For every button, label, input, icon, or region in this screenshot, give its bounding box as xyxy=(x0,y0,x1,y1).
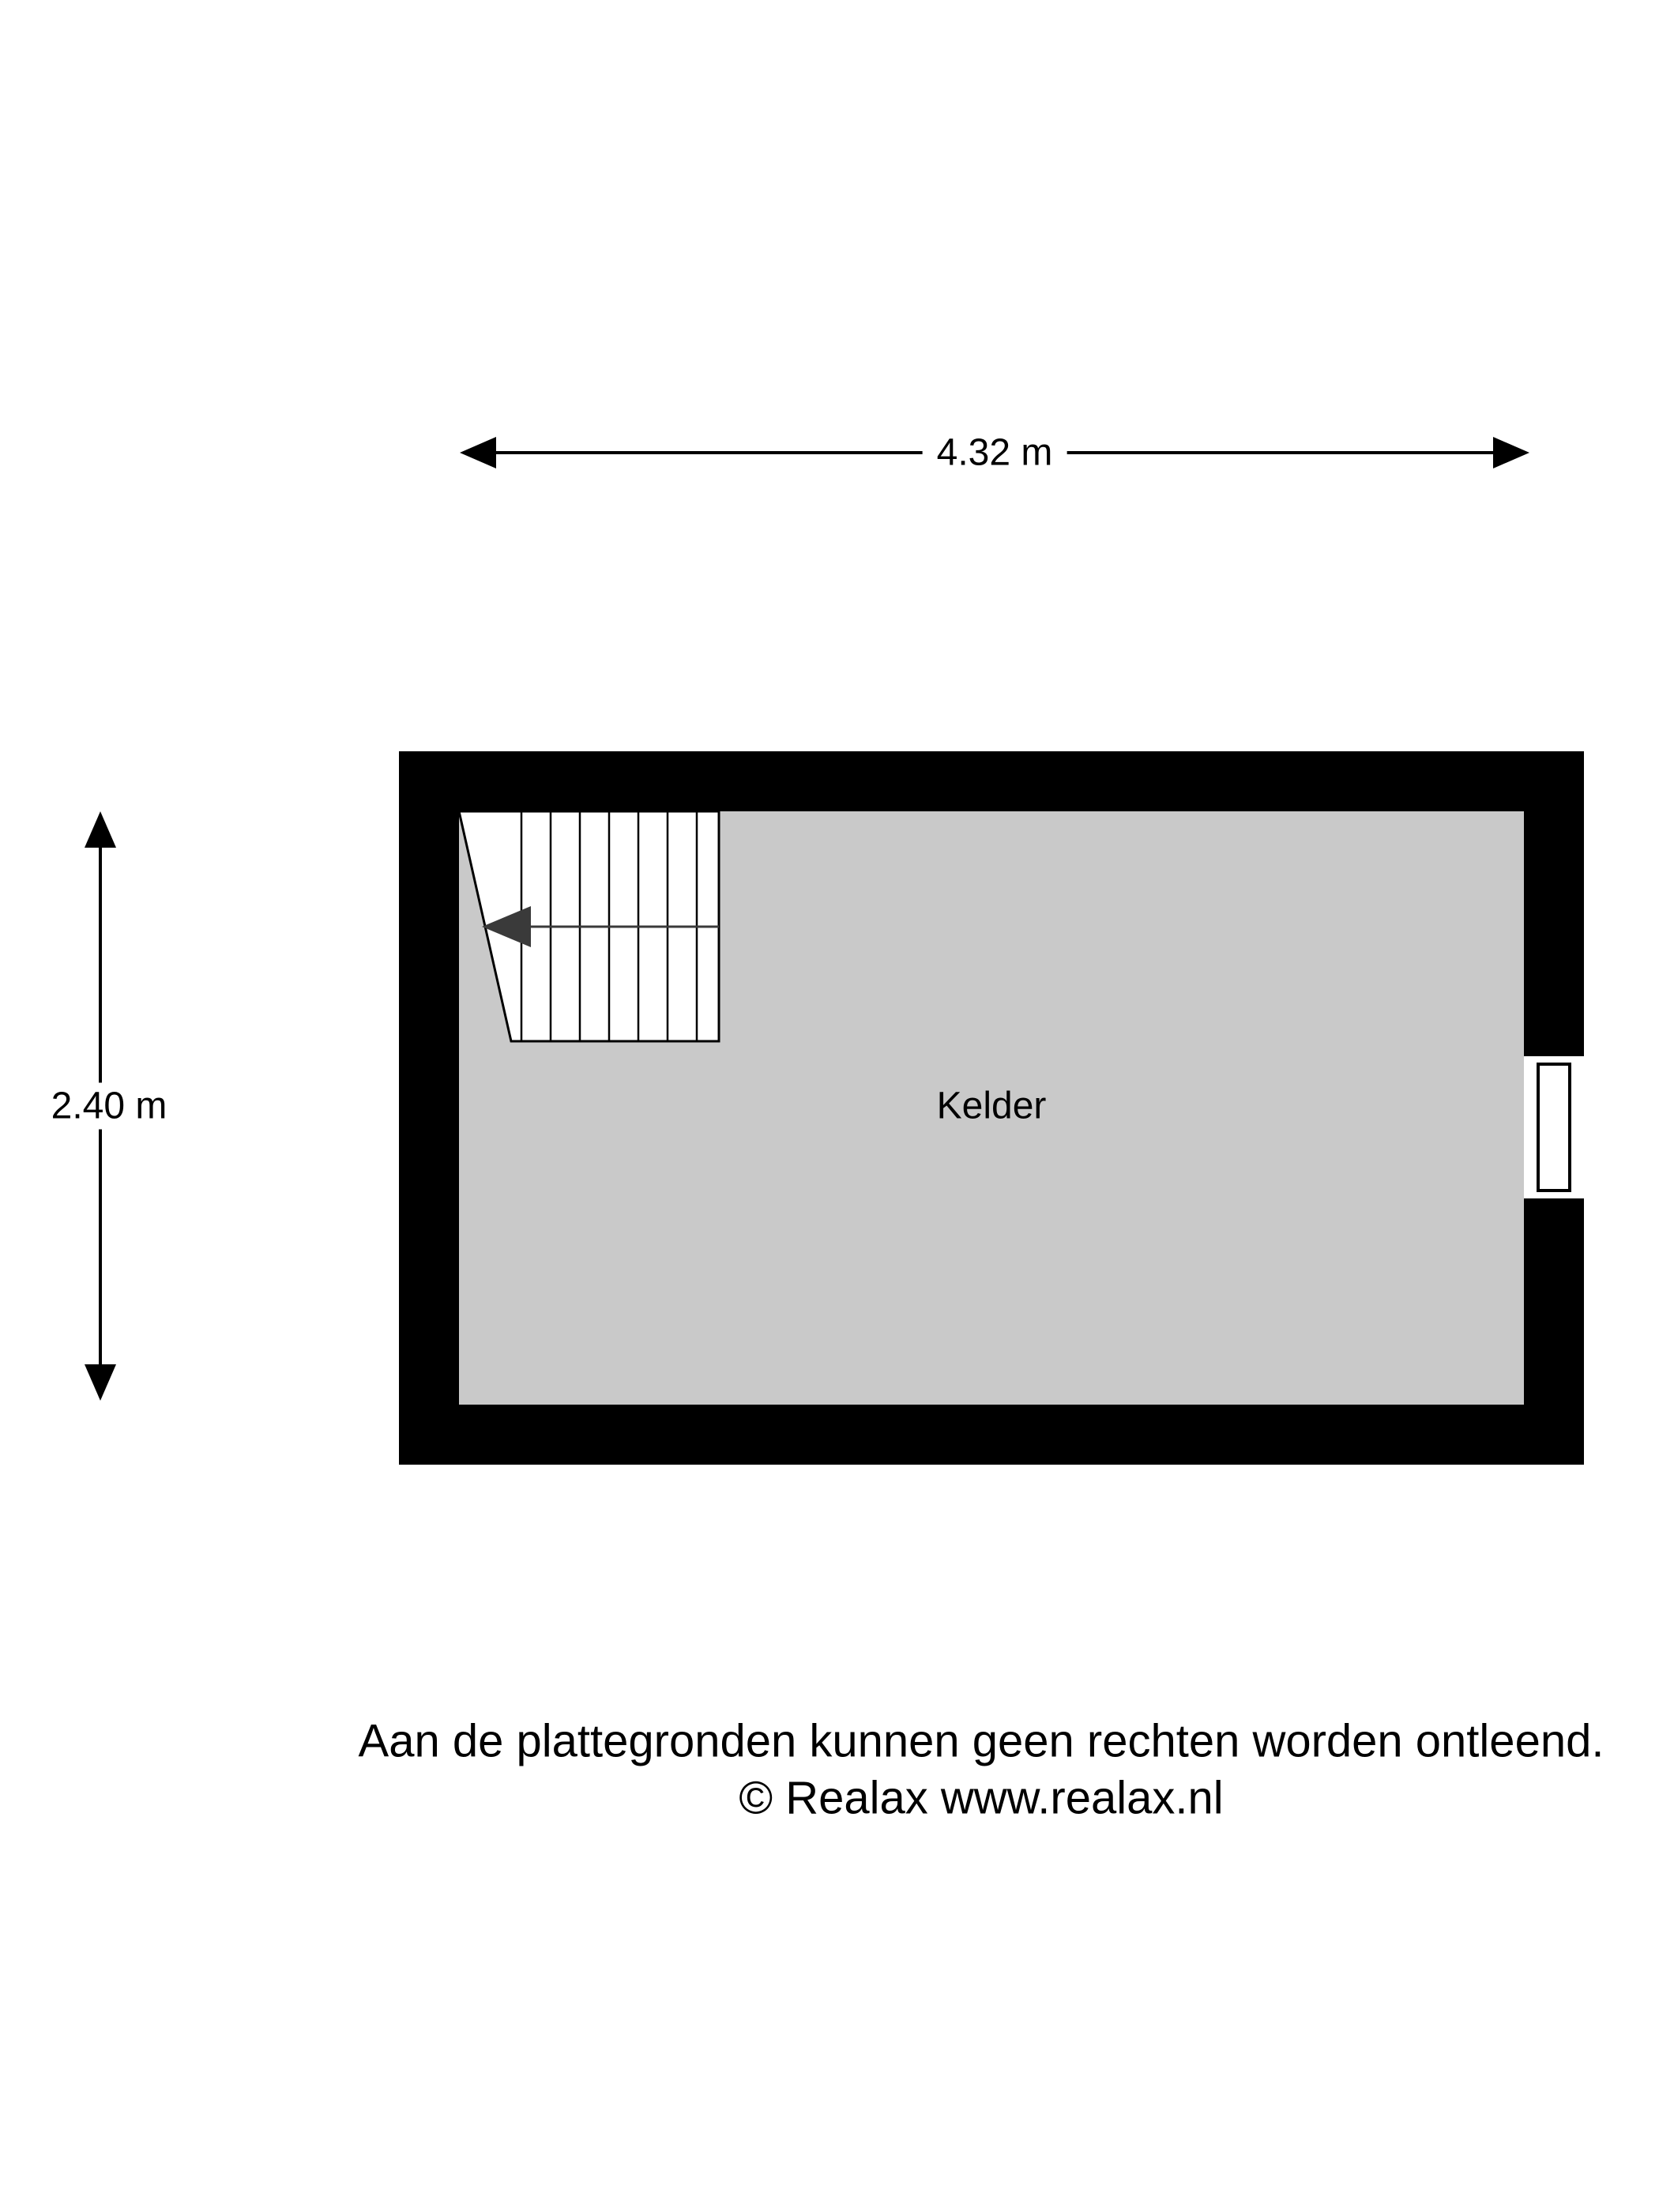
copyright-text: © Realax www.realax.nl xyxy=(739,1772,1224,1824)
arrowhead-down-icon xyxy=(85,1364,116,1401)
disclaimer-text: Aan de plattegronden kunnen geen rechten… xyxy=(358,1715,1604,1767)
width-dimension-label: 4.32 m xyxy=(922,429,1067,476)
window-frame xyxy=(1537,1063,1571,1192)
arrowhead-left-icon xyxy=(460,437,496,468)
window xyxy=(1524,1048,1584,1206)
room-name-label: Kelder xyxy=(936,1085,1047,1127)
arrowhead-right-icon xyxy=(1493,437,1529,468)
arrowhead-up-icon xyxy=(85,811,116,848)
height-dimension-label: 2.40 m xyxy=(36,1082,182,1130)
staircase xyxy=(457,810,720,1043)
stair-direction-arrow-icon xyxy=(482,906,531,947)
